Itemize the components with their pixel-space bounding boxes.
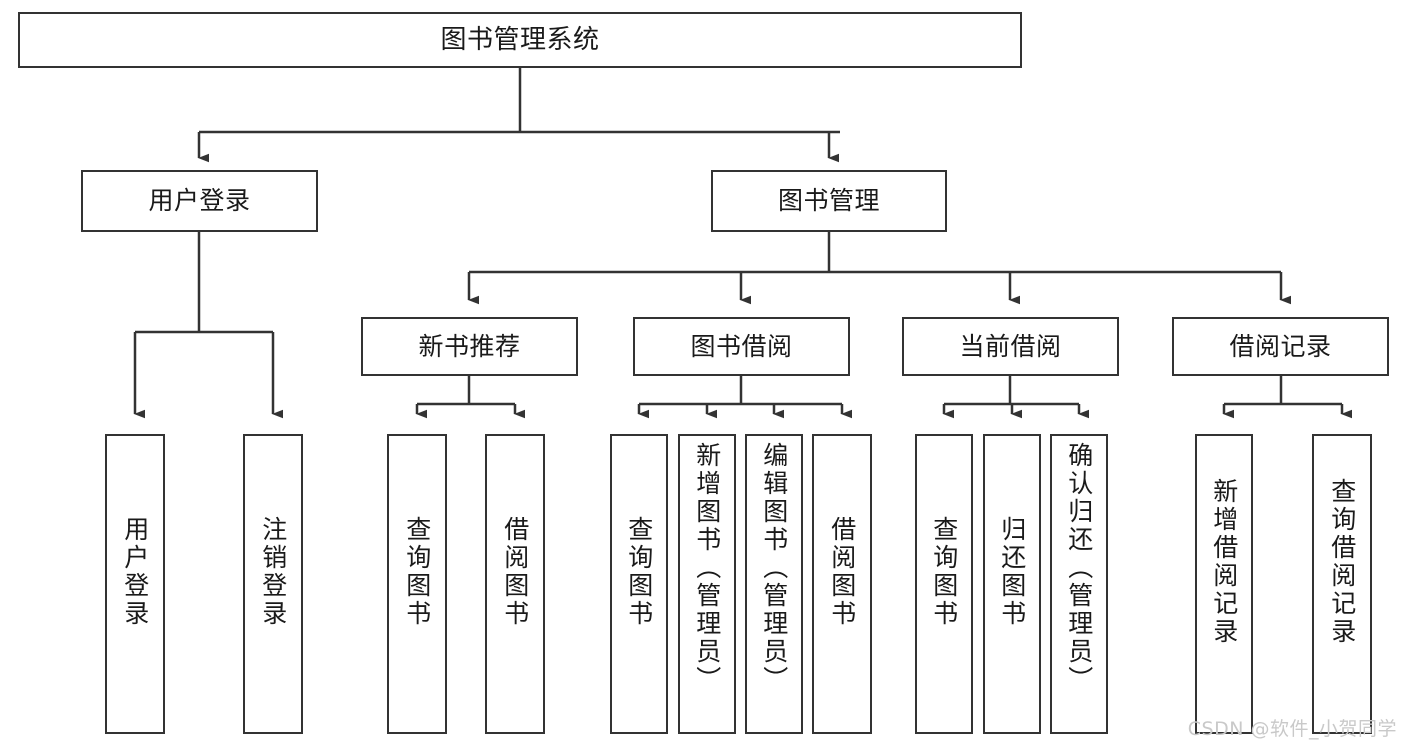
leaf-borrow-book-borrow[interactable]: 借阅图书 xyxy=(812,434,872,734)
node-label: 新书推荐 xyxy=(418,331,521,361)
leaf-logout[interactable]: 注销登录 xyxy=(243,434,303,734)
node-user-login[interactable]: 用户登录 xyxy=(81,170,318,232)
node-label: 查询图书 xyxy=(624,516,654,628)
node-label: 查询借阅记录 xyxy=(1327,478,1357,646)
node-book-management[interactable]: 图书管理 xyxy=(711,170,947,232)
leaf-edit-book-admin[interactable]: 编辑图书（管理员） xyxy=(745,434,803,734)
node-label: 归还图书 xyxy=(997,516,1027,628)
node-label: 注销登录 xyxy=(258,516,288,628)
node-label: 借阅图书 xyxy=(500,516,530,628)
watermark: CSDN @软件_小贺同学 xyxy=(1187,718,1397,740)
node-label: 图书管理系统 xyxy=(440,24,600,55)
node-label: 借阅图书 xyxy=(827,516,857,628)
leaf-query-book-borrow[interactable]: 查询图书 xyxy=(610,434,668,734)
node-book-borrow[interactable]: 图书借阅 xyxy=(633,317,850,376)
node-label: 借阅记录 xyxy=(1229,331,1332,361)
leaf-add-borrow-record[interactable]: 新增借阅记录 xyxy=(1195,434,1253,734)
node-label: 图书管理 xyxy=(777,186,880,216)
leaf-borrow-book-recommend[interactable]: 借阅图书 xyxy=(485,434,545,734)
node-borrow-record[interactable]: 借阅记录 xyxy=(1172,317,1389,376)
node-label: 图书借阅 xyxy=(690,331,793,361)
node-label: 查询图书 xyxy=(402,516,432,628)
leaf-query-book-recommend[interactable]: 查询图书 xyxy=(387,434,447,734)
leaf-query-book-current[interactable]: 查询图书 xyxy=(915,434,973,734)
leaf-add-book-admin[interactable]: 新增图书（管理员） xyxy=(678,434,736,734)
node-label: 用户登录 xyxy=(148,186,251,216)
node-label: 当前借阅 xyxy=(959,331,1062,361)
node-current-borrow[interactable]: 当前借阅 xyxy=(902,317,1119,376)
leaf-user-login[interactable]: 用户登录 xyxy=(105,434,165,734)
node-label: 编辑图书（管理员） xyxy=(759,442,789,694)
node-label: 新增借阅记录 xyxy=(1209,478,1239,646)
leaf-return-book[interactable]: 归还图书 xyxy=(983,434,1041,734)
node-root[interactable]: 图书管理系统 xyxy=(18,12,1022,68)
node-label: 确认归还（管理员） xyxy=(1064,442,1094,694)
leaf-query-borrow-record[interactable]: 查询借阅记录 xyxy=(1312,434,1372,734)
node-label: 用户登录 xyxy=(120,516,150,628)
leaf-confirm-return-admin[interactable]: 确认归还（管理员） xyxy=(1050,434,1108,734)
node-label: 新增图书（管理员） xyxy=(692,442,722,694)
node-new-book-recommendation[interactable]: 新书推荐 xyxy=(361,317,578,376)
node-label: 查询图书 xyxy=(929,516,959,628)
